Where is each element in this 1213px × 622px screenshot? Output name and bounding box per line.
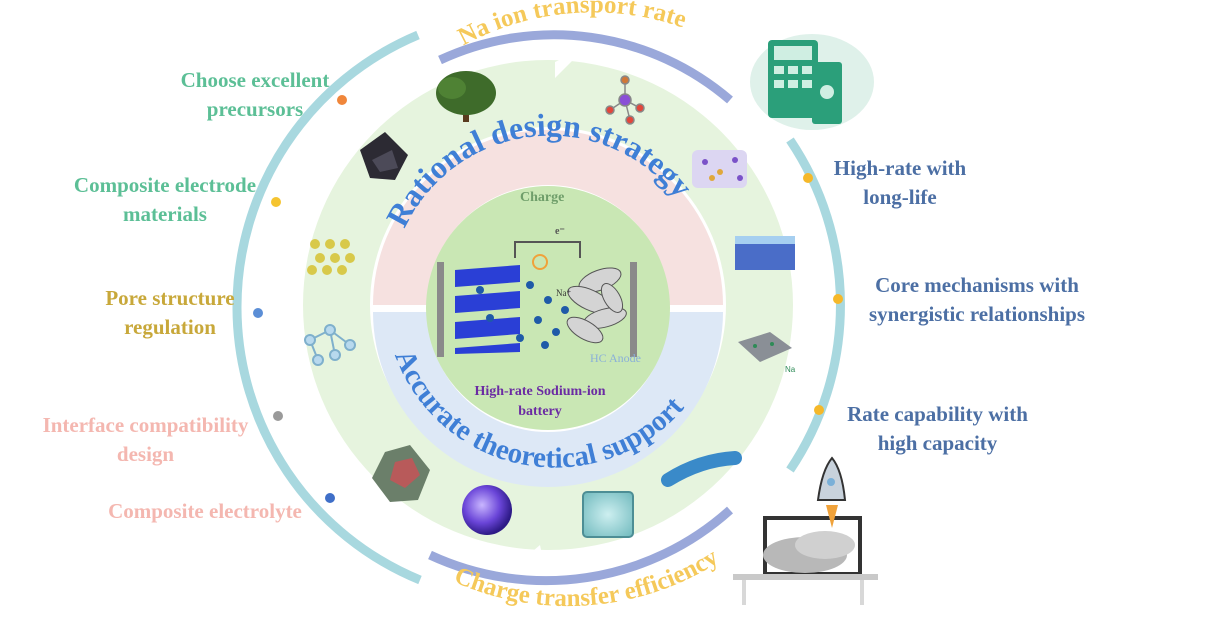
label-line: High-rate with [833,156,967,180]
nanoparticle-icon [692,150,747,188]
label-line: high capacity [877,431,998,455]
label-high-rate-long-life: High-rate with long-life [815,154,985,212]
graphene-icon: Na [738,332,796,374]
label-interface-compatibility: Interface compatibility design [18,411,273,469]
ring-dot [273,411,283,421]
battery-illustration: e⁻ [437,226,637,357]
label-composite-electrolyte: Composite electrolyte [85,497,325,526]
ring-dot [325,493,335,503]
molecule-icon [605,75,645,125]
label-line: precursors [206,97,304,121]
inner-bands [373,130,723,487]
network-icon [304,324,356,366]
anode-label: HC Anode [590,351,641,365]
ring-dot [337,95,347,105]
rock-icon [360,132,408,180]
label-line: materials [123,202,207,226]
sphere-icon [462,485,512,535]
battery-title-line1: High-rate Sodium-ion [474,384,605,399]
label-rate-capability: Rate capability with high capacity [825,400,1050,458]
graphene-icon [566,267,627,344]
ring-dot [833,294,843,304]
label-composite-electrode: Composite electrode materials [50,171,280,229]
polyhedron-icon [372,445,430,502]
label-line: regulation [124,315,216,339]
outer-ring [232,30,845,586]
svg-text:Na: Na [785,365,796,374]
center-circle [426,186,670,430]
label-line: Pore structure [105,286,235,310]
bulb-icon [532,254,548,270]
label-line: Rate capability with [847,402,1028,426]
label-line: long-life [863,185,937,209]
lattice-icon [307,239,355,275]
cathode-layers [455,265,520,354]
ion-label: Na⁺ [556,288,571,298]
label-core-mechanisms: Core mechanisms with synergistic relatio… [842,271,1112,329]
cube-icon [582,491,634,538]
label-line: Choose excellent [180,68,330,92]
label-choose-precursors: Choose excellent precursors [160,66,350,124]
tube-icon [661,451,742,487]
label-line: Composite electrolyte [108,499,302,523]
ring-dot [803,173,813,183]
ring-dot [814,405,824,415]
electron-label: e⁻ [555,226,565,237]
label-line: Core mechanisms with [875,273,1079,297]
label-line: Interface compatibility [42,413,249,437]
slab-icon [735,236,795,270]
ion-dots [476,281,569,349]
label-line: synergistic relationships [868,302,1086,326]
rocket-icon [763,456,855,573]
ring-dot [271,197,281,207]
ring-dots [253,95,843,503]
label-line: design [116,442,175,466]
tree-icon [436,71,496,122]
label-line: Composite electrode [73,173,257,197]
ring-dot [253,308,263,318]
calculator-icon [750,34,874,130]
battery-title-line2: battery [518,404,562,419]
charge-label: Charge [520,190,564,205]
label-pore-structure: Pore structure regulation [80,284,260,342]
